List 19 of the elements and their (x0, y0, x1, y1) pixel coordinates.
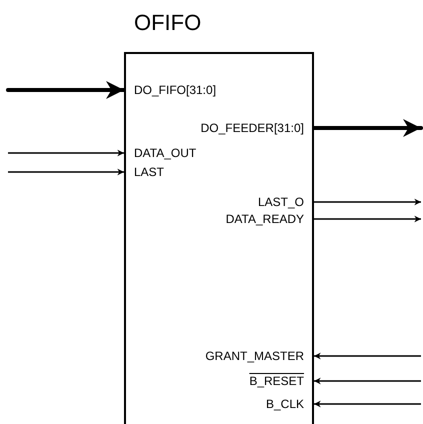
pin-label: LAST (124, 165, 164, 179)
pin-label: GRANT_MASTER (205, 349, 314, 363)
pin-label: DATA_READY (226, 212, 314, 226)
block-title: OFIFO (134, 10, 202, 36)
signal-arrow (314, 400, 421, 408)
pin-label: DATA_OUT (124, 146, 196, 160)
signal-arrow (314, 198, 421, 206)
pin-label: LAST_O (258, 195, 314, 209)
pin-label: B_CLK (266, 397, 314, 411)
signal-arrow (8, 168, 124, 176)
signal-arrow (6, 81, 126, 99)
signal-arrow (314, 216, 421, 222)
signal-arrow (314, 378, 421, 384)
pin-label: B_RESET (249, 374, 314, 388)
signal-arrow (314, 352, 421, 360)
pin-label: DO_FEEDER[31:0] (200, 121, 314, 135)
signal-arrow (8, 150, 124, 156)
pin-label: DO_FIFO[31:0] (124, 83, 216, 97)
signal-arrow (312, 119, 423, 137)
